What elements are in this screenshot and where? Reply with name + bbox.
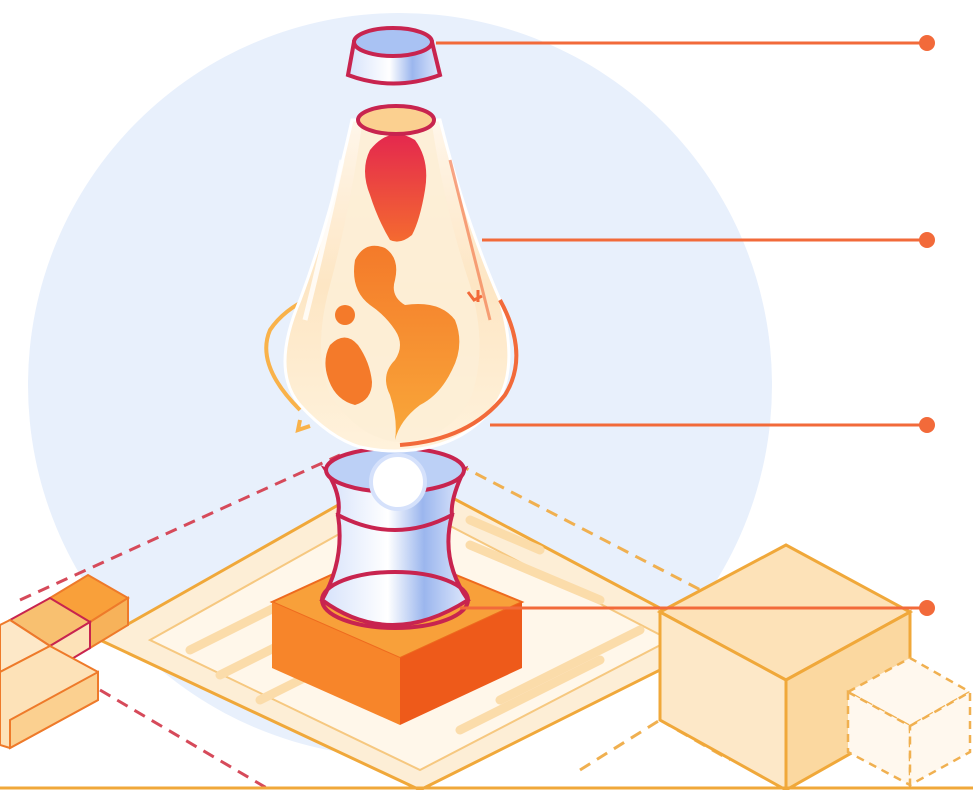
lamp-cap [348,28,440,84]
left-blocks [0,575,128,748]
globe-top-ring [358,106,434,134]
lava-drop [335,305,355,325]
lamp-upper-cone [326,448,464,530]
